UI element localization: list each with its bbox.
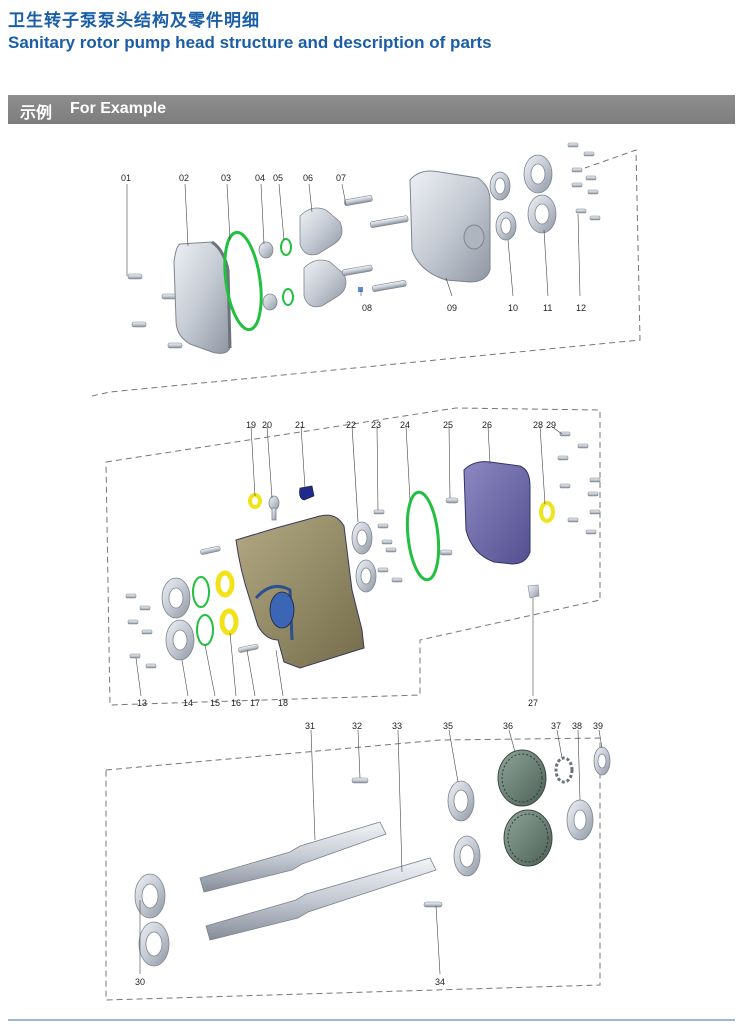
callout-27: 27 — [528, 698, 538, 708]
callout-06: 06 — [303, 173, 313, 183]
top-group — [127, 142, 601, 354]
callout-34: 34 — [435, 977, 445, 987]
section-label-chinese: 示例 — [20, 103, 53, 122]
callout-09: 09 — [447, 303, 457, 313]
gear-cover-part-26 — [463, 461, 531, 565]
middle-group — [125, 431, 601, 669]
pin-part-25 — [439, 497, 459, 556]
vent-cap-part-21 — [299, 485, 315, 501]
callout-29: 29 — [546, 420, 556, 430]
callout-38: 38 — [572, 721, 582, 731]
callout-32: 32 — [352, 721, 362, 731]
bracket-part-18 — [235, 514, 365, 669]
callout-13: 13 — [137, 698, 147, 708]
flange-part-14 — [161, 577, 195, 661]
callout-21: 21 — [295, 420, 305, 430]
rotor-part-06 — [299, 207, 347, 308]
seal-part-19 — [248, 493, 262, 509]
callout-12: 12 — [576, 303, 586, 313]
page-title-chinese: 卫生转子泵泵头结构及零件明细 — [8, 11, 260, 31]
pump-body-part-09 — [409, 170, 491, 283]
bolt-part-13 — [125, 593, 157, 669]
callout-37: 37 — [551, 721, 561, 731]
gear-part-36 — [497, 749, 553, 867]
callout-19: 19 — [246, 420, 256, 430]
key-part-08 — [358, 287, 363, 292]
bearing-part-35 — [447, 780, 481, 877]
callout-36: 36 — [503, 721, 513, 731]
callout-01: 01 — [121, 173, 131, 183]
callout-39: 39 — [593, 721, 603, 731]
callout-26: 26 — [482, 420, 492, 430]
bearing-part-10 — [489, 171, 517, 241]
seal-part-28 — [539, 501, 555, 523]
page-title-english: Sanitary rotor pump head structure and d… — [8, 33, 492, 52]
bottom-rule — [8, 1019, 735, 1021]
leader-lines — [126, 183, 603, 975]
key-part-32 — [351, 777, 369, 784]
callout-14: 14 — [183, 698, 193, 708]
nut-part-39 — [593, 746, 611, 776]
callout-22: 22 — [346, 420, 356, 430]
group-frames — [91, 149, 641, 1001]
small-o-ring-part-05 — [280, 238, 294, 306]
cap-nut-part-04 — [258, 241, 278, 311]
bolt-part-01 — [127, 273, 183, 349]
callout-23: 23 — [371, 420, 381, 430]
section-banner: 示例 For Example — [8, 95, 735, 124]
frame-top — [91, 149, 641, 397]
callout-05: 05 — [273, 173, 283, 183]
callout-04: 04 — [255, 173, 265, 183]
callout-17: 17 — [250, 698, 260, 708]
frame-bottom — [105, 737, 601, 1001]
callout-35: 35 — [443, 721, 453, 731]
seal-housing-part-11 — [523, 154, 557, 234]
o-ring-part-03 — [223, 230, 263, 332]
key-part-34 — [423, 901, 443, 908]
callout-25: 25 — [443, 420, 453, 430]
callout-18: 18 — [278, 698, 288, 708]
section-label-english: For Example — [70, 100, 167, 117]
seal-part-16 — [215, 570, 239, 636]
callout-02: 02 — [179, 173, 189, 183]
callout-15: 15 — [210, 698, 220, 708]
front-cover-part-02 — [173, 241, 231, 354]
callout-07: 07 — [336, 173, 346, 183]
callout-08: 08 — [362, 303, 372, 313]
drain-plug-part-27 — [527, 584, 540, 599]
callout-03: 03 — [221, 173, 231, 183]
callout-labels: 01 02 03 04 05 06 07 08 09 10 11 12 13 1… — [121, 173, 603, 987]
callout-11: 11 — [543, 303, 552, 313]
bearing-part-30 — [134, 873, 170, 967]
callout-28: 28 — [533, 420, 543, 430]
shaft-part-31 — [199, 821, 387, 893]
callout-31: 31 — [305, 721, 315, 731]
frame-middle — [105, 407, 601, 706]
bottom-group — [134, 746, 611, 967]
lock-nut-part-38 — [566, 799, 594, 841]
callout-33: 33 — [392, 721, 402, 731]
callout-16: 16 — [231, 698, 241, 708]
eye-bolt-part-20 — [268, 495, 280, 521]
callout-20: 20 — [262, 420, 272, 430]
bearing-cover-part-22 — [351, 521, 377, 593]
o-ring-part-15 — [192, 576, 214, 646]
screw-part-23 — [373, 509, 403, 583]
stud-part-07 — [342, 195, 409, 292]
gasket-part-24 — [405, 490, 441, 582]
shaft-part-33 — [205, 857, 437, 941]
pin-part-17 — [200, 545, 259, 653]
callout-10: 10 — [508, 303, 518, 313]
callout-30: 30 — [135, 977, 145, 987]
callout-24: 24 — [400, 420, 410, 430]
screw-part-29 — [557, 431, 601, 535]
lock-washer-part-37 — [554, 756, 574, 784]
screw-part-12 — [567, 142, 601, 221]
